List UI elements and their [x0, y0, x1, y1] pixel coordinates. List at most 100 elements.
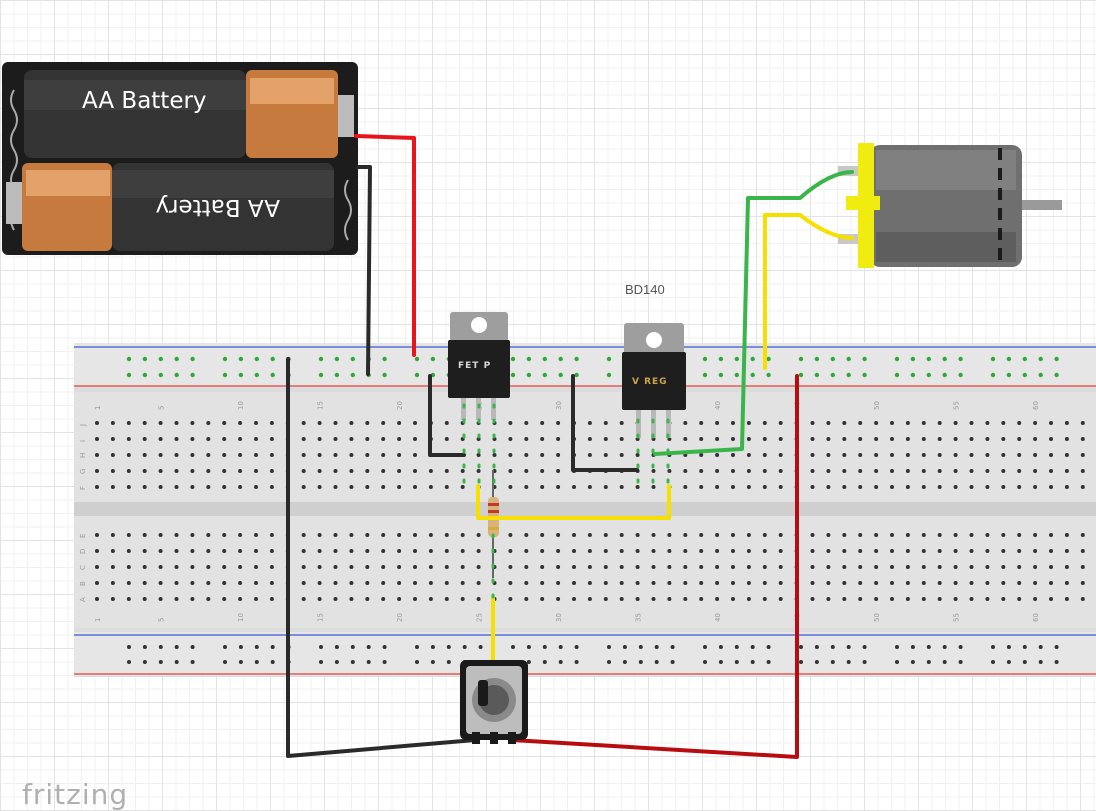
hole [953, 597, 958, 601]
hole [991, 645, 995, 649]
hole [638, 645, 643, 649]
hole [381, 437, 386, 441]
hole [174, 549, 179, 553]
hole [731, 533, 735, 537]
hole [1038, 645, 1043, 649]
hole [603, 533, 608, 537]
hole [667, 581, 672, 585]
hole [365, 565, 370, 569]
hole [238, 469, 243, 473]
hole [985, 453, 990, 457]
hole [174, 372, 179, 378]
hole [190, 453, 195, 457]
hole [1049, 469, 1053, 473]
hole [715, 565, 720, 569]
hole [190, 533, 195, 537]
hole [254, 437, 258, 441]
hole [715, 549, 720, 553]
hole [381, 565, 386, 569]
hole [428, 581, 433, 585]
hole [858, 597, 863, 601]
hole [142, 485, 147, 489]
hole [508, 581, 513, 585]
hole [874, 581, 879, 585]
hole [301, 597, 306, 601]
hole [814, 372, 820, 378]
regulator-label: V REG [632, 377, 668, 387]
hole [301, 437, 306, 441]
hole [238, 437, 243, 441]
hole [254, 581, 258, 585]
hole [862, 660, 867, 664]
hole [699, 581, 704, 585]
hole [699, 565, 704, 569]
hole [683, 469, 688, 473]
hole [414, 372, 420, 378]
hole [846, 660, 851, 664]
hole [174, 421, 179, 425]
hole [318, 356, 324, 362]
hole [508, 469, 513, 473]
hole [990, 356, 996, 362]
hole [254, 660, 259, 664]
hole [510, 356, 516, 362]
hole [254, 533, 258, 537]
dc-motor [838, 143, 1062, 268]
hole [415, 660, 419, 664]
hole [95, 421, 99, 425]
hole [158, 660, 163, 664]
hole [317, 581, 322, 585]
hole [238, 549, 243, 553]
breadboard-label: 5 [158, 618, 166, 622]
hole [556, 549, 561, 553]
hole [921, 597, 926, 601]
hole [766, 645, 771, 649]
hole [619, 597, 624, 601]
breadboard-label: 20 [396, 613, 404, 622]
hole [905, 453, 910, 457]
breadboard-label: 50 [873, 613, 881, 622]
hole [174, 437, 179, 441]
hole [381, 597, 386, 601]
hole [921, 437, 926, 441]
hole [985, 533, 990, 537]
hole [1006, 372, 1012, 378]
hole [269, 437, 274, 441]
hole [890, 485, 894, 489]
hole [1049, 565, 1053, 569]
hole [651, 581, 656, 585]
hole [574, 660, 579, 664]
hole [572, 581, 576, 585]
hole [206, 485, 211, 489]
hole [1080, 469, 1085, 473]
hole [1001, 421, 1006, 425]
hole [814, 356, 820, 362]
hole [1001, 581, 1006, 585]
hole [1001, 469, 1006, 473]
hole [397, 453, 402, 457]
hole [683, 549, 688, 553]
hole [381, 421, 386, 425]
hole [969, 533, 974, 537]
hole [1064, 421, 1069, 425]
hole [926, 645, 931, 649]
wire-black-ground [286, 357, 477, 758]
hole [937, 437, 942, 441]
wire-yellow-motor [763, 213, 854, 370]
hole [826, 421, 831, 425]
hole [651, 565, 656, 569]
hole [810, 469, 815, 473]
hole [985, 437, 990, 441]
hole [95, 565, 99, 569]
hole [905, 549, 910, 553]
hole [334, 645, 339, 649]
hole [142, 437, 147, 441]
hole [238, 581, 243, 585]
hole [1033, 437, 1038, 441]
hole [926, 356, 931, 362]
hole [1017, 565, 1022, 569]
hole [890, 437, 894, 441]
hole [715, 533, 720, 537]
breadboard-label: G [79, 469, 87, 474]
hole [540, 485, 545, 489]
